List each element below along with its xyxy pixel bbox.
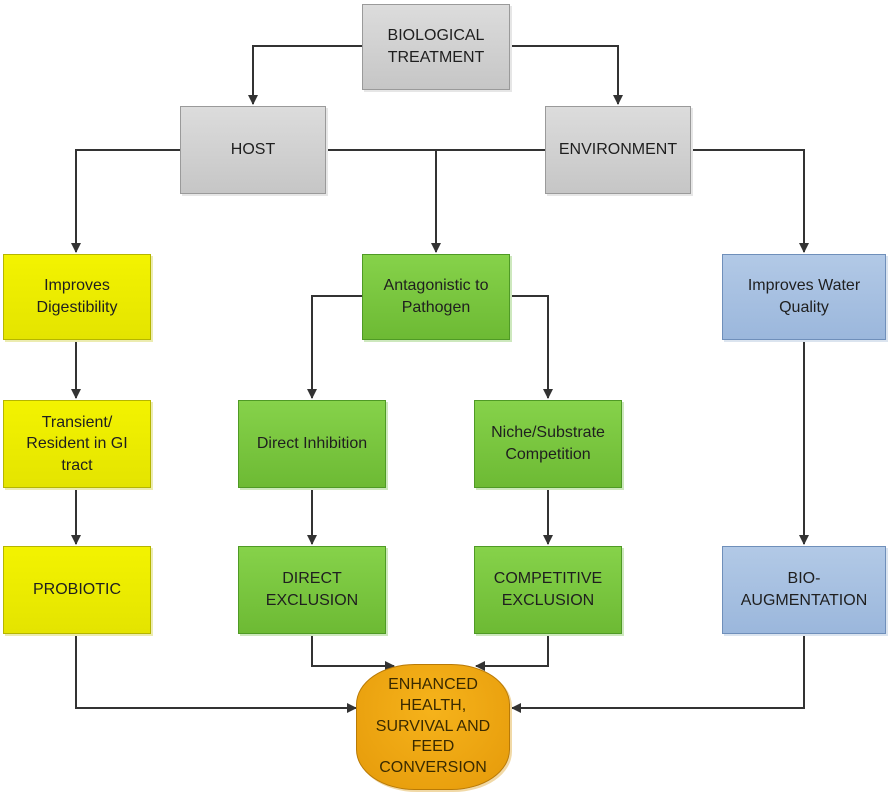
probiotic-box: PROBIOTIC <box>3 546 151 634</box>
arrow-competitive-exclusion-to-enhanced <box>475 634 549 671</box>
arrow-direct-exclusion-to-enhanced <box>311 634 395 671</box>
arrow-environment-to-water <box>691 149 809 253</box>
competitive-exclusion-box: COMPETITIVE EXCLUSION <box>474 546 622 634</box>
arrow-bio-to-environment <box>510 45 623 105</box>
niche-substrate-competition-box: Niche/Substrate Competition <box>474 400 622 488</box>
arrow-antagonistic-to-niche <box>510 295 553 399</box>
improves-digestibility-box: Improves Digestibility <box>3 254 151 340</box>
arrow-host-to-digestibility <box>71 149 180 253</box>
biological-treatment-box: BIOLOGICAL TREATMENT <box>362 4 510 90</box>
arrow-probiotic-to-enhanced <box>75 634 357 713</box>
environment-box: ENVIRONMENT <box>545 106 691 194</box>
transient-resident-box: Transient/ Resident in GI tract <box>3 400 151 488</box>
enhanced-health-outcome: ENHANCED HEALTH, SURVIVAL AND FEED CONVE… <box>356 664 510 790</box>
direct-exclusion-box: DIRECT EXCLUSION <box>238 546 386 634</box>
antagonistic-to-pathogen-box: Antagonistic to Pathogen <box>362 254 510 340</box>
bio-augmentation-box: BIO- AUGMENTATION <box>722 546 886 634</box>
arrow-bioaugmentation-to-enhanced <box>511 634 805 713</box>
arrow-bio-to-host <box>248 45 362 105</box>
arrow-antagonistic-to-direct-inhibition <box>307 295 362 399</box>
improves-water-quality-box: Improves Water Quality <box>722 254 886 340</box>
direct-inhibition-box: Direct Inhibition <box>238 400 386 488</box>
host-box: HOST <box>180 106 326 194</box>
